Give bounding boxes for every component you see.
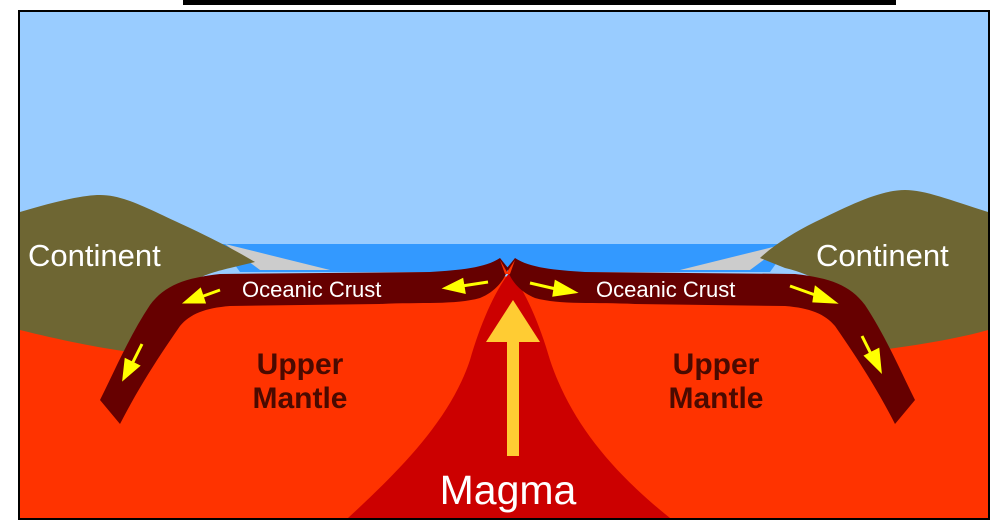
mantle-right-label-line2: Mantle bbox=[668, 382, 763, 415]
continent-right-label: Continent bbox=[816, 238, 949, 273]
continent-left-label: Continent bbox=[28, 238, 161, 273]
crust-left-label: Oceanic Crust bbox=[242, 277, 381, 302]
mantle-right-label-line1: Upper bbox=[673, 348, 760, 381]
scene: Continent Continent Oceanic Crust Oceani… bbox=[18, 10, 990, 520]
mantle-left-label-line1: Upper bbox=[257, 348, 344, 381]
top-bar bbox=[183, 0, 896, 5]
mantle-left-label-line2: Mantle bbox=[252, 382, 347, 415]
crust-right-label: Oceanic Crust bbox=[596, 277, 735, 302]
magma-label: Magma bbox=[440, 467, 577, 513]
magma-arrow-shaft bbox=[507, 338, 519, 456]
